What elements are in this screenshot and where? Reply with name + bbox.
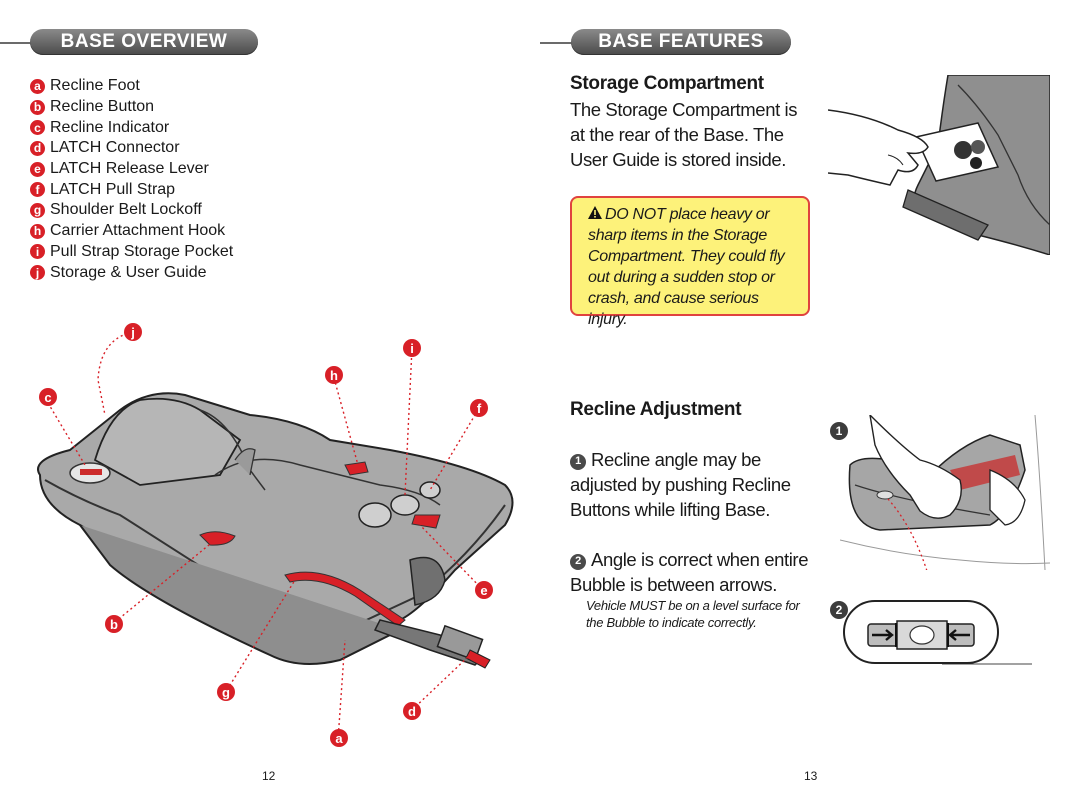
callout-j: j (124, 323, 142, 341)
legend-item: a Recline Foot (30, 76, 233, 97)
legend-label: Carrier Attachment Hook (50, 222, 226, 240)
legend-item: c Recline Indicator (30, 117, 233, 138)
legend-item: f LATCH Pull Strap (30, 179, 233, 200)
callout-g: g (217, 683, 235, 701)
legend-item: i Pull Strap Storage Pocket (30, 242, 233, 263)
features-header: BASE FEATURES (571, 29, 791, 55)
legend-label: Recline Foot (50, 77, 140, 95)
callout-f: f (470, 399, 488, 417)
storage-title: Storage Compartment (570, 73, 764, 94)
recline-title: Recline Adjustment (570, 399, 742, 420)
recline-adjustment-illustration (840, 415, 1050, 570)
warning-box: DO NOT place heavy or sharp items in the… (570, 196, 810, 328)
legend-label: LATCH Pull Strap (50, 180, 176, 198)
legend-label: Recline Button (50, 98, 155, 116)
page-number-left: 12 (262, 769, 276, 783)
legend-letter-f: f (30, 182, 45, 198)
legend-letter-a: a (30, 78, 45, 94)
callout-a: a (330, 729, 348, 747)
legend-letter-d: d (30, 140, 45, 156)
step-1-marker: 1 (570, 453, 586, 470)
car-seat-base-illustration (37, 331, 514, 741)
legend-item: h Carrier Attachment Hook (30, 221, 233, 242)
legend-letter-j: j (30, 265, 45, 281)
callout-b: b (105, 615, 123, 633)
legend-item: j Storage & User Guide (30, 262, 233, 283)
bubble-level-indicator (843, 600, 1032, 665)
legend-letter-e: e (30, 161, 45, 177)
level-surface-note: Vehicle MUST be on a level surface for t… (586, 598, 800, 630)
legend-letter-h: h (30, 223, 45, 239)
callout-c: c (39, 388, 57, 406)
legend-letter-c: c (30, 120, 45, 136)
legend-label: LATCH Release Lever (50, 160, 209, 178)
figure-2-marker: 2 (830, 601, 848, 619)
warning-triangle-icon (588, 204, 602, 225)
features-header-text: BASE FEATURES (598, 31, 764, 52)
overview-header: BASE OVERVIEW (30, 29, 258, 55)
features-header-rule (540, 42, 580, 44)
figure-1-marker: 1 (830, 422, 848, 440)
overview-header-rule (0, 42, 40, 44)
step-2-marker: 2 (570, 553, 586, 570)
legend-label: Recline Indicator (50, 118, 170, 136)
storage-body: The Storage Compartment is at the rear o… (570, 99, 798, 170)
callout-i: i (403, 339, 421, 357)
legend-item: e LATCH Release Lever (30, 159, 233, 180)
legend-letter-i: i (30, 244, 45, 260)
warning-text: DO NOT place heavy or sharp items in the… (588, 206, 785, 328)
page-number-right: 13 (804, 769, 818, 783)
legend-item: b Recline Button (30, 97, 233, 118)
callout-h: h (325, 366, 343, 384)
overview-header-text: BASE OVERVIEW (60, 31, 228, 52)
legend-label: Shoulder Belt Lockoff (50, 201, 202, 219)
step-2-text: Angle is correct when entire Bubble is b… (570, 549, 809, 595)
legend-letter-b: b (30, 99, 45, 115)
callout-e: e (475, 581, 493, 599)
legend-label: LATCH Connector (50, 139, 180, 157)
callout-d: d (403, 702, 421, 720)
parts-legend: a Recline Foot b Recline Button c Recline I… (30, 76, 233, 283)
legend-label: Storage & User Guide (50, 263, 207, 281)
legend-item: d LATCH Connector (30, 138, 233, 159)
storage-compartment-illustration (828, 75, 1050, 255)
step-1-text: Recline angle may be adjusted by pushing… (570, 449, 791, 520)
legend-label: Pull Strap Storage Pocket (50, 242, 234, 260)
legend-letter-g: g (30, 202, 45, 218)
legend-item: g Shoulder Belt Lockoff (30, 200, 233, 221)
